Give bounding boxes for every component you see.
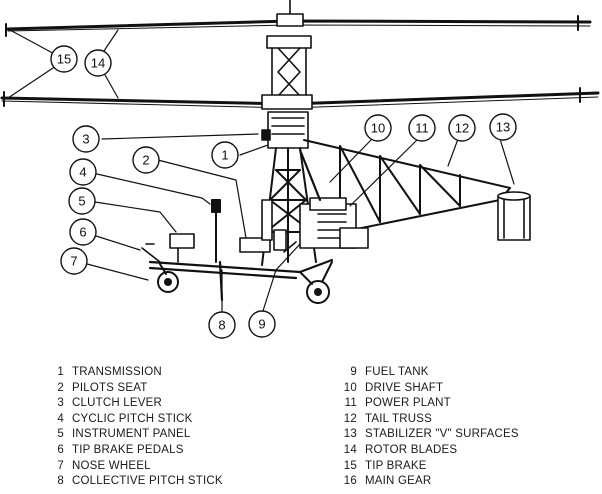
callout-13: 13 bbox=[489, 113, 517, 141]
legend-item: 15 TIP BRAKE bbox=[333, 459, 595, 475]
rotor-mast bbox=[261, 0, 313, 149]
legend-label: PILOTS SEAT bbox=[72, 381, 148, 394]
legend-item: 4 CYCLIC PITCH STICK bbox=[40, 412, 300, 428]
callout-label: 10 bbox=[371, 121, 385, 136]
legend-number: 5 bbox=[57, 428, 64, 441]
callout-1: 1 bbox=[211, 141, 239, 169]
legend-number: 12 bbox=[343, 412, 357, 425]
tip-brake-pedals bbox=[141, 243, 161, 263]
callout-4: 4 bbox=[69, 158, 97, 186]
legend-label: MAIN GEAR bbox=[365, 475, 432, 488]
legend-item: 13 STABILIZER "V" SURFACES bbox=[333, 427, 595, 443]
legend-item: 10 DRIVE SHAFT bbox=[333, 381, 595, 397]
legend-number: 9 bbox=[350, 366, 357, 378]
legend-item: 7 NOSE WHEEL bbox=[40, 459, 300, 475]
callout-8: 8 bbox=[208, 311, 236, 339]
legend-number: 14 bbox=[343, 443, 357, 456]
callout-10: 10 bbox=[364, 114, 392, 142]
legend-label: ROTOR BLADES bbox=[365, 443, 458, 456]
callout-label: 1 bbox=[221, 148, 228, 163]
callout-3: 3 bbox=[72, 125, 100, 153]
legend-label: INSTRUMENT PANEL bbox=[72, 428, 191, 441]
callout-label: 4 bbox=[79, 165, 86, 180]
legend-item: 6 TIP BRAKE PEDALS bbox=[40, 443, 300, 459]
legend-left-column: 1 TRANSMISSION 2 PILOTS SEAT 3 CLUTCH LEVER… bbox=[40, 365, 300, 490]
callout-6: 6 bbox=[69, 218, 97, 246]
legend-number: 4 bbox=[57, 412, 64, 425]
power-plant bbox=[283, 197, 369, 253]
nose-wheel bbox=[157, 263, 179, 293]
legend-label: DRIVE SHAFT bbox=[365, 381, 444, 394]
legend-item: 14 ROTOR BLADES bbox=[333, 443, 595, 459]
callout-label: 8 bbox=[218, 318, 225, 333]
legend-item: 12 TAIL TRUSS bbox=[333, 412, 595, 428]
instrument-panel bbox=[169, 233, 195, 263]
legend-number: 7 bbox=[57, 459, 64, 472]
pilot-seat bbox=[239, 199, 273, 253]
stabilizer-v-surfaces bbox=[497, 191, 531, 241]
callout-11: 11 bbox=[408, 114, 436, 142]
legend-label: TIP BRAKE bbox=[365, 459, 427, 472]
legend-label: TAIL TRUSS bbox=[365, 412, 432, 425]
fuel-tank bbox=[273, 229, 287, 251]
callout-label: 15 bbox=[57, 52, 71, 67]
callout-label: 9 bbox=[258, 317, 265, 332]
helicopter-diagram: 15 14 3 1 2 4 5 6 7 8 9 10 bbox=[0, 0, 600, 339]
legend-number: 15 bbox=[343, 459, 357, 472]
legend-number: 3 bbox=[57, 397, 64, 410]
legend-label: POWER PLANT bbox=[365, 397, 451, 410]
legend-number: 6 bbox=[57, 443, 64, 456]
legend-item: 1 TRANSMISSION bbox=[40, 365, 300, 381]
callout-15: 15 bbox=[50, 45, 78, 73]
callout-label: 2 bbox=[142, 153, 149, 168]
legend-label: STABILIZER "V" SURFACES bbox=[365, 428, 519, 441]
legend-right-column: 9 FUEL TANK 10 DRIVE SHAFT 11 POWER PLANT 1… bbox=[333, 365, 595, 490]
callout-9: 9 bbox=[248, 310, 276, 338]
legend-label: NOSE WHEEL bbox=[72, 459, 151, 472]
callout-label: 7 bbox=[70, 254, 77, 269]
legend-label: TRANSMISSION bbox=[72, 366, 162, 378]
cyclic-pitch-stick bbox=[211, 199, 221, 263]
legend-number: 13 bbox=[343, 428, 357, 441]
legend-item: 11 POWER PLANT bbox=[333, 396, 595, 412]
callout-label: 5 bbox=[78, 194, 85, 209]
legend-number: 11 bbox=[344, 397, 357, 410]
callout-7: 7 bbox=[60, 247, 88, 275]
leader-lines bbox=[7, 29, 515, 315]
legend-item: 5 INSTRUMENT PANEL bbox=[40, 427, 300, 443]
callout-label: 11 bbox=[415, 121, 429, 136]
legend-item: 3 CLUTCH LEVER bbox=[40, 396, 300, 412]
callout-label: 3 bbox=[82, 132, 89, 147]
legend-label: CYCLIC PITCH STICK bbox=[72, 412, 193, 425]
legend-label: CLUTCH LEVER bbox=[72, 397, 162, 410]
callout-2: 2 bbox=[132, 146, 160, 174]
callout-5: 5 bbox=[68, 187, 96, 215]
callout-label: 13 bbox=[496, 120, 510, 135]
legend-number: 8 bbox=[57, 475, 64, 488]
callout-label: 12 bbox=[455, 121, 469, 136]
legend-item: 16 MAIN GEAR bbox=[333, 474, 595, 490]
callout-label: 14 bbox=[91, 56, 105, 71]
legend-number: 1 bbox=[57, 366, 64, 378]
callout-12: 12 bbox=[448, 114, 476, 142]
legend-number: 2 bbox=[57, 381, 64, 394]
legend-number: 16 bbox=[343, 475, 357, 488]
legend-label: FUEL TANK bbox=[365, 366, 429, 378]
callout-label: 6 bbox=[79, 225, 86, 240]
main-gear bbox=[299, 261, 333, 304]
legend-label: TIP BRAKE PEDALS bbox=[72, 443, 184, 456]
drive-shaft bbox=[298, 148, 322, 202]
legend-item: 9 FUEL TANK bbox=[333, 365, 595, 381]
legend-item: 8 COLLECTIVE PITCH STICK bbox=[40, 474, 300, 490]
legend-label: COLLECTIVE PITCH STICK bbox=[72, 475, 223, 488]
callout-14: 14 bbox=[84, 49, 112, 77]
legend-number: 10 bbox=[343, 381, 357, 394]
legend-item: 2 PILOTS SEAT bbox=[40, 381, 300, 397]
